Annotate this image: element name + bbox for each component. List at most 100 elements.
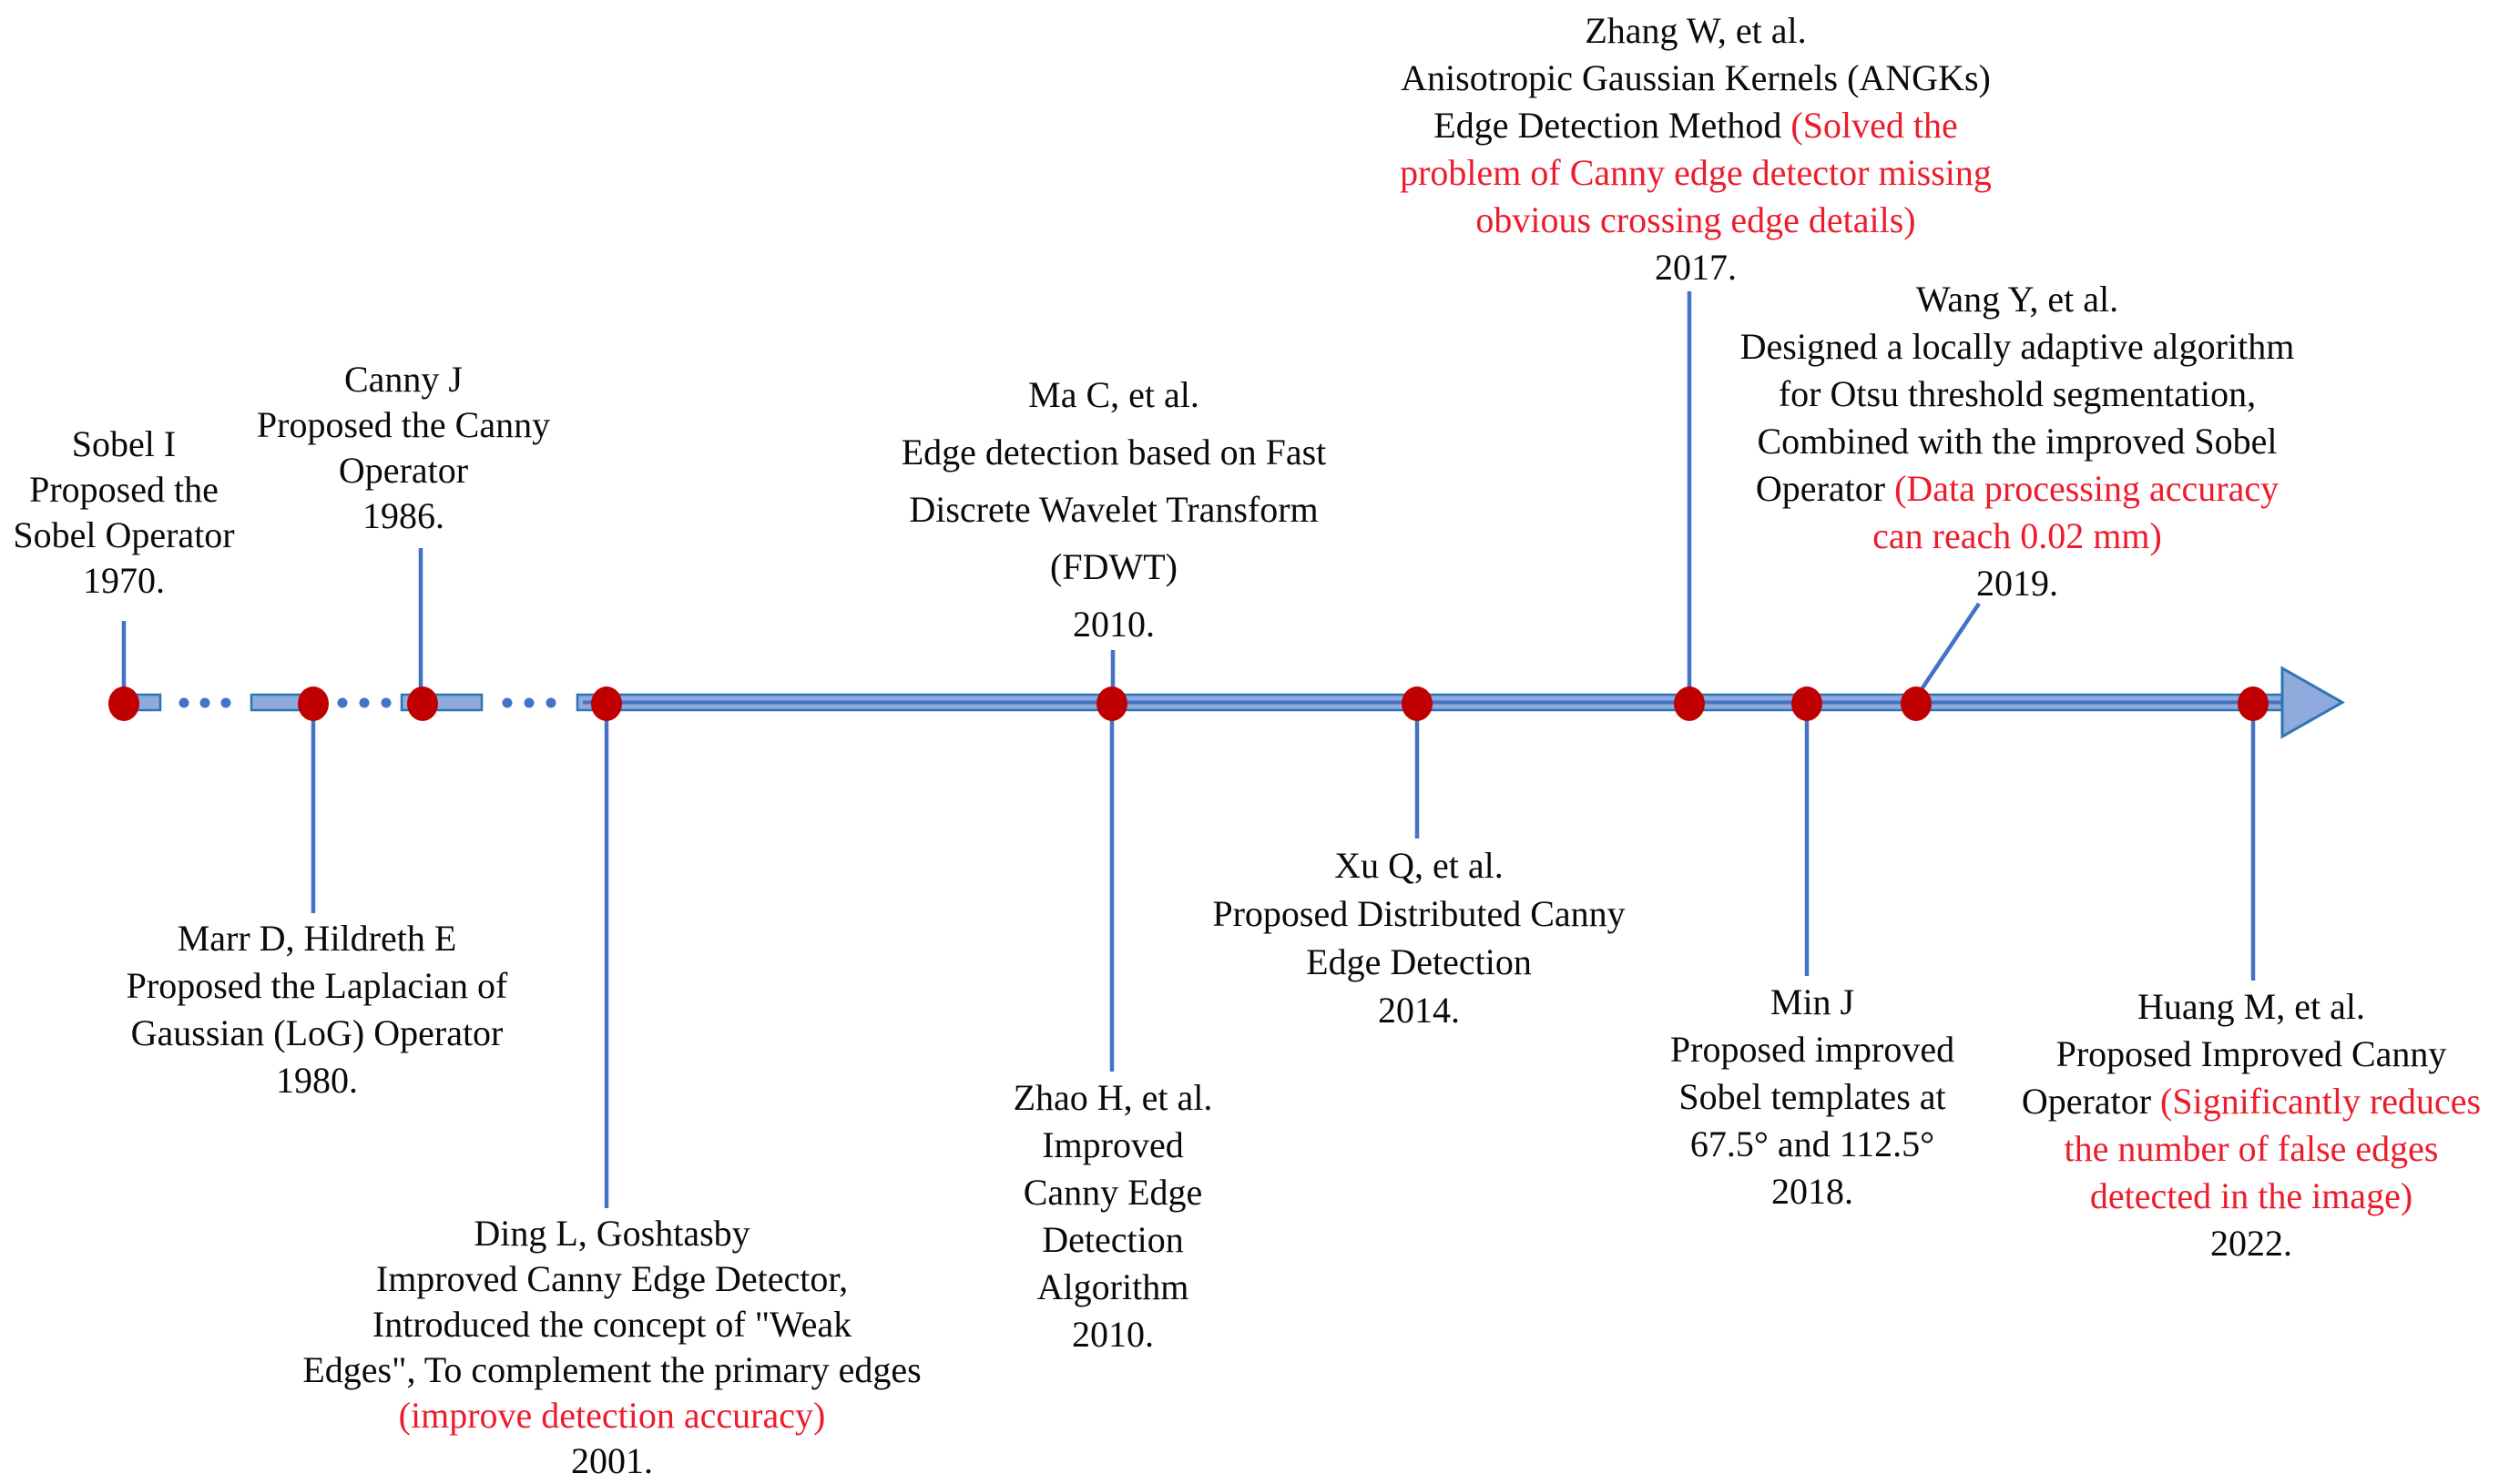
event-text: (FDWT) [1050, 546, 1178, 587]
event-note-red-text: can reach 0.02 mm) [1872, 515, 2162, 556]
event-text: Sobel Operator [13, 514, 235, 555]
event-text: Edges", To complement the primary edges [302, 1349, 922, 1390]
event-line: 1970. [0, 558, 270, 604]
event-line: Gaussian (LoG) Operator [89, 1010, 545, 1057]
event-line: Improved Canny Edge Detector, [248, 1256, 976, 1302]
event-line: Combined with the improved Sobel [1698, 418, 2336, 465]
event-text: Operator [338, 450, 469, 491]
event-line: Canny Edge [917, 1169, 1309, 1216]
event-line: Edges", To complement the primary edges [248, 1347, 976, 1393]
event-text: 1980. [276, 1060, 358, 1101]
event-line: Edge Detection [1164, 938, 1674, 986]
event-text: Combined with the improved Sobel [1757, 421, 2278, 462]
event-text: Ding L, Goshtasby [474, 1213, 750, 1254]
event-line: Wang Y, et al. [1698, 276, 2336, 323]
event-note-red-text: problem of Canny edge detector missing [1400, 152, 1992, 193]
event-zhang-2017: Zhang W, et al. Anisotropic Gaussian Kern… [1341, 7, 2051, 291]
event-text: 2010. [1073, 604, 1155, 645]
event-line: 2017. [1341, 244, 2051, 291]
event-line: Proposed improved [1630, 1026, 1994, 1073]
event-text: Sobel templates at [1678, 1076, 1946, 1117]
event-text: Edge Detection Method [1433, 105, 1791, 146]
event-text: Introduced the concept of "Weak [372, 1304, 852, 1345]
event-line: Introduced the concept of "Weak [248, 1302, 976, 1347]
event-line: 2010. [845, 595, 1382, 653]
event-text: Improved Canny Edge Detector, [375, 1258, 849, 1299]
event-text: for Otsu threshold segmentation, [1778, 373, 2257, 414]
event-text: 2010. [1072, 1314, 1154, 1355]
event-text: Discrete Wavelet Transform [909, 489, 1319, 530]
event-text: Edge detection based on Fast [901, 432, 1327, 473]
event-line: Proposed Improved Canny [1978, 1031, 2509, 1078]
event-line: Proposed Distributed Canny [1164, 889, 1674, 938]
event-text: 67.5° and 112.5° [1689, 1123, 1935, 1164]
event-text: Wang Y, et al. [1915, 279, 2119, 320]
event-text: 2017. [1655, 247, 1737, 288]
event-line: Improved [917, 1122, 1309, 1169]
gap-ellipsis-dot [199, 697, 210, 708]
event-line: the number of false edges [1978, 1125, 2509, 1173]
event-text: Sobel I [71, 423, 177, 464]
event-text: Operator [2021, 1081, 2161, 1122]
event-text: 1970. [83, 560, 165, 601]
gap-ellipsis-dot [337, 697, 348, 708]
event-text: Zhang W, et al. [1585, 10, 1807, 51]
event-line: problem of Canny edge detector missing [1341, 149, 2051, 197]
event-line: Anisotropic Gaussian Kernels (ANGKs) [1341, 55, 2051, 102]
timeline-arrow-head-icon [2280, 666, 2346, 739]
event-line: Detection [917, 1216, 1309, 1264]
gap-ellipsis-dot [546, 697, 556, 708]
gap-ellipsis-dot [502, 697, 513, 708]
event-wang-2019: Wang Y, et al. Designed a locally adaptiv… [1698, 276, 2336, 607]
gap-ellipsis-dot [524, 697, 535, 708]
event-line: Zhang W, et al. [1341, 7, 2051, 55]
gap-ellipsis-dot [359, 697, 370, 708]
event-text: Proposed Distributed Canny [1212, 893, 1626, 934]
event-line: detected in the image) [1978, 1173, 2509, 1220]
event-note-red-text: (Data processing accuracy [1894, 468, 2280, 509]
timeline-dot-2001 [591, 686, 622, 721]
event-text: Anisotropic Gaussian Kernels (ANGKs) [1401, 57, 1991, 98]
event-note-red-text: (Solved the [1790, 105, 1958, 146]
event-text: Proposed the Canny [256, 404, 551, 445]
event-line: Algorithm [917, 1264, 1309, 1311]
event-text: Proposed Improved Canny [2055, 1033, 2447, 1074]
event-text: Operator [1755, 468, 1895, 509]
event-note-red-text: obvious crossing edge details) [1475, 199, 1916, 240]
timeline-dot-2017 [1674, 686, 1705, 721]
event-line: Huang M, et al. [1978, 983, 2509, 1031]
event-line: obvious crossing edge details) [1341, 197, 2051, 244]
timeline-dot-1980 [298, 686, 329, 721]
event-text: Canny Edge [1023, 1172, 1203, 1213]
event-line: Edge Detection Method (Solved the [1341, 102, 2051, 149]
event-text: Huang M, et al. [2137, 986, 2365, 1027]
timeline-dot-2014 [1402, 686, 1433, 721]
gap-ellipsis-dot [381, 697, 392, 708]
event-note-red-text: the number of false edges [2064, 1128, 2439, 1169]
event-line: 2001. [248, 1438, 976, 1484]
event-line: Operator (Significantly reduces [1978, 1078, 2509, 1125]
event-text: Detection [1042, 1219, 1184, 1260]
event-line: Proposed the Canny [208, 402, 599, 448]
event-line: Designed a locally adaptive algorithm [1698, 323, 2336, 371]
event-line: for Otsu threshold segmentation, [1698, 371, 2336, 418]
event-text: 2014. [1378, 990, 1460, 1031]
event-line: Marr D, Hildreth E [89, 915, 545, 962]
event-text: Designed a locally adaptive algorithm [1739, 326, 2295, 367]
gap-ellipsis-dot [178, 697, 189, 708]
timeline-dot-2019 [1901, 686, 1932, 721]
event-text: Algorithm [1036, 1266, 1189, 1307]
event-line: Ding L, Goshtasby [248, 1211, 976, 1256]
timeline-dot-2018 [1791, 686, 1822, 721]
event-line: 1986. [208, 493, 599, 539]
event-line: Operator (Data processing accuracy [1698, 465, 2336, 513]
timeline-dot-2022 [2238, 686, 2269, 721]
event-note-red-text: (Significantly reduces [2160, 1081, 2482, 1122]
event-line: Ma C, et al. [845, 366, 1382, 423]
event-line: Edge detection based on Fast [845, 423, 1382, 481]
